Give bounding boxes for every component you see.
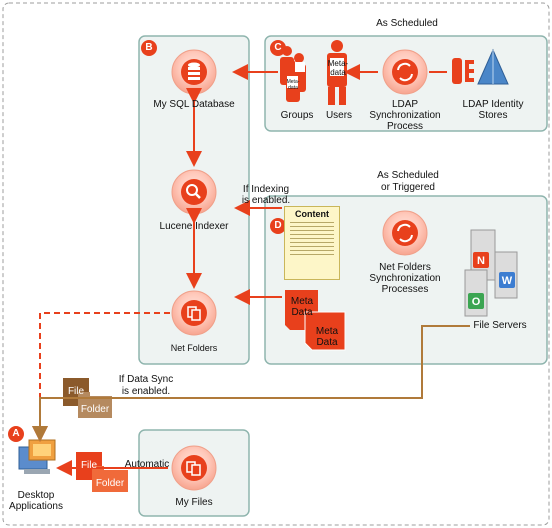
netfolders-label: Net Folders — [170, 343, 218, 353]
datasync-file-text: File — [67, 386, 85, 397]
if-indexing-text-2: is enabled. — [241, 195, 291, 206]
content-note: Content — [284, 206, 340, 280]
users-label: Users — [325, 110, 353, 121]
fileservers-datasync-arrow — [32, 325, 470, 442]
lucene-indexer-icon — [171, 169, 217, 215]
groups-icon — [280, 46, 306, 102]
content-note-title: Content — [295, 209, 329, 219]
desktop-applications-icon — [18, 439, 56, 474]
heading-ldap-scheduled: As Scheduled — [376, 18, 438, 29]
netfolders-to-desktop-dashed-arrow — [32, 312, 170, 442]
svg-text:W: W — [502, 275, 513, 287]
mysql-label: My SQL Database — [153, 99, 235, 110]
if-indexing-text-1: If Indexing — [242, 184, 290, 195]
datasync-folder-text: Folder — [80, 404, 110, 415]
automatic-file-folder-icon — [76, 452, 128, 492]
file-servers-icon: N W O — [464, 229, 518, 317]
badge-a: A — [8, 426, 24, 442]
svg-text:O: O — [472, 296, 481, 308]
ldap-stores-label-1: LDAP Identity — [462, 99, 524, 110]
ldap-sync-label-3: Process — [386, 121, 424, 132]
ldap-sync-label-1: LDAP — [391, 99, 419, 110]
meta-text-2b: Data — [316, 337, 338, 348]
netfolders-sync-label-1: Net Folders — [379, 262, 431, 273]
mysql-database-icon — [171, 49, 217, 95]
meta-text-1a: Meta — [290, 296, 314, 307]
meta-text-2a: Meta — [315, 326, 339, 337]
heading-netfolders-triggered: or Triggered — [381, 182, 435, 193]
metadata-documents-icon — [285, 290, 346, 351]
netfolders-sync-label-3: Processes — [381, 284, 429, 295]
automatic-file-text: File — [80, 460, 98, 471]
badge-c: C — [270, 40, 286, 56]
desktop-label-2: Applications — [9, 501, 63, 512]
automatic-text: Automatic — [124, 459, 170, 470]
netfolders-sync-label-2: Synchronization — [369, 273, 441, 284]
ldap-stores-label-2: Stores — [478, 110, 508, 121]
meta-text-1b: Data — [291, 307, 313, 318]
if-datasync-text-1: If Data Sync — [118, 374, 174, 385]
my-files-icon — [171, 445, 217, 491]
datasync-file-folder-icon — [63, 378, 112, 418]
file-servers-label: File Servers — [473, 320, 527, 331]
badge-d: D — [270, 218, 286, 234]
ldap-sync-label-2: Synchronization — [369, 110, 441, 121]
net-folders-icon — [171, 290, 217, 336]
automatic-folder-text: Folder — [95, 478, 125, 489]
heading-netfolders-scheduled: As Scheduled — [377, 170, 439, 181]
badge-b: B — [141, 40, 157, 56]
if-datasync-text-2: is enabled. — [121, 386, 171, 397]
users-icon — [327, 40, 347, 105]
ldap-identity-stores-icon — [452, 48, 509, 85]
myfiles-label: My Files — [175, 497, 213, 508]
ldap-sync-icon — [382, 49, 428, 95]
users-meta-text-1: Meta- — [327, 59, 349, 68]
lucene-label: Lucene Indexer — [159, 221, 229, 232]
groups-meta-text: Meta-data — [286, 79, 300, 91]
groups-label: Groups — [280, 110, 314, 121]
users-meta-text-2: data — [330, 68, 346, 77]
svg-text:N: N — [477, 255, 485, 267]
netfolders-sync-icon — [382, 210, 428, 256]
desktop-label-1: Desktop — [17, 490, 55, 501]
